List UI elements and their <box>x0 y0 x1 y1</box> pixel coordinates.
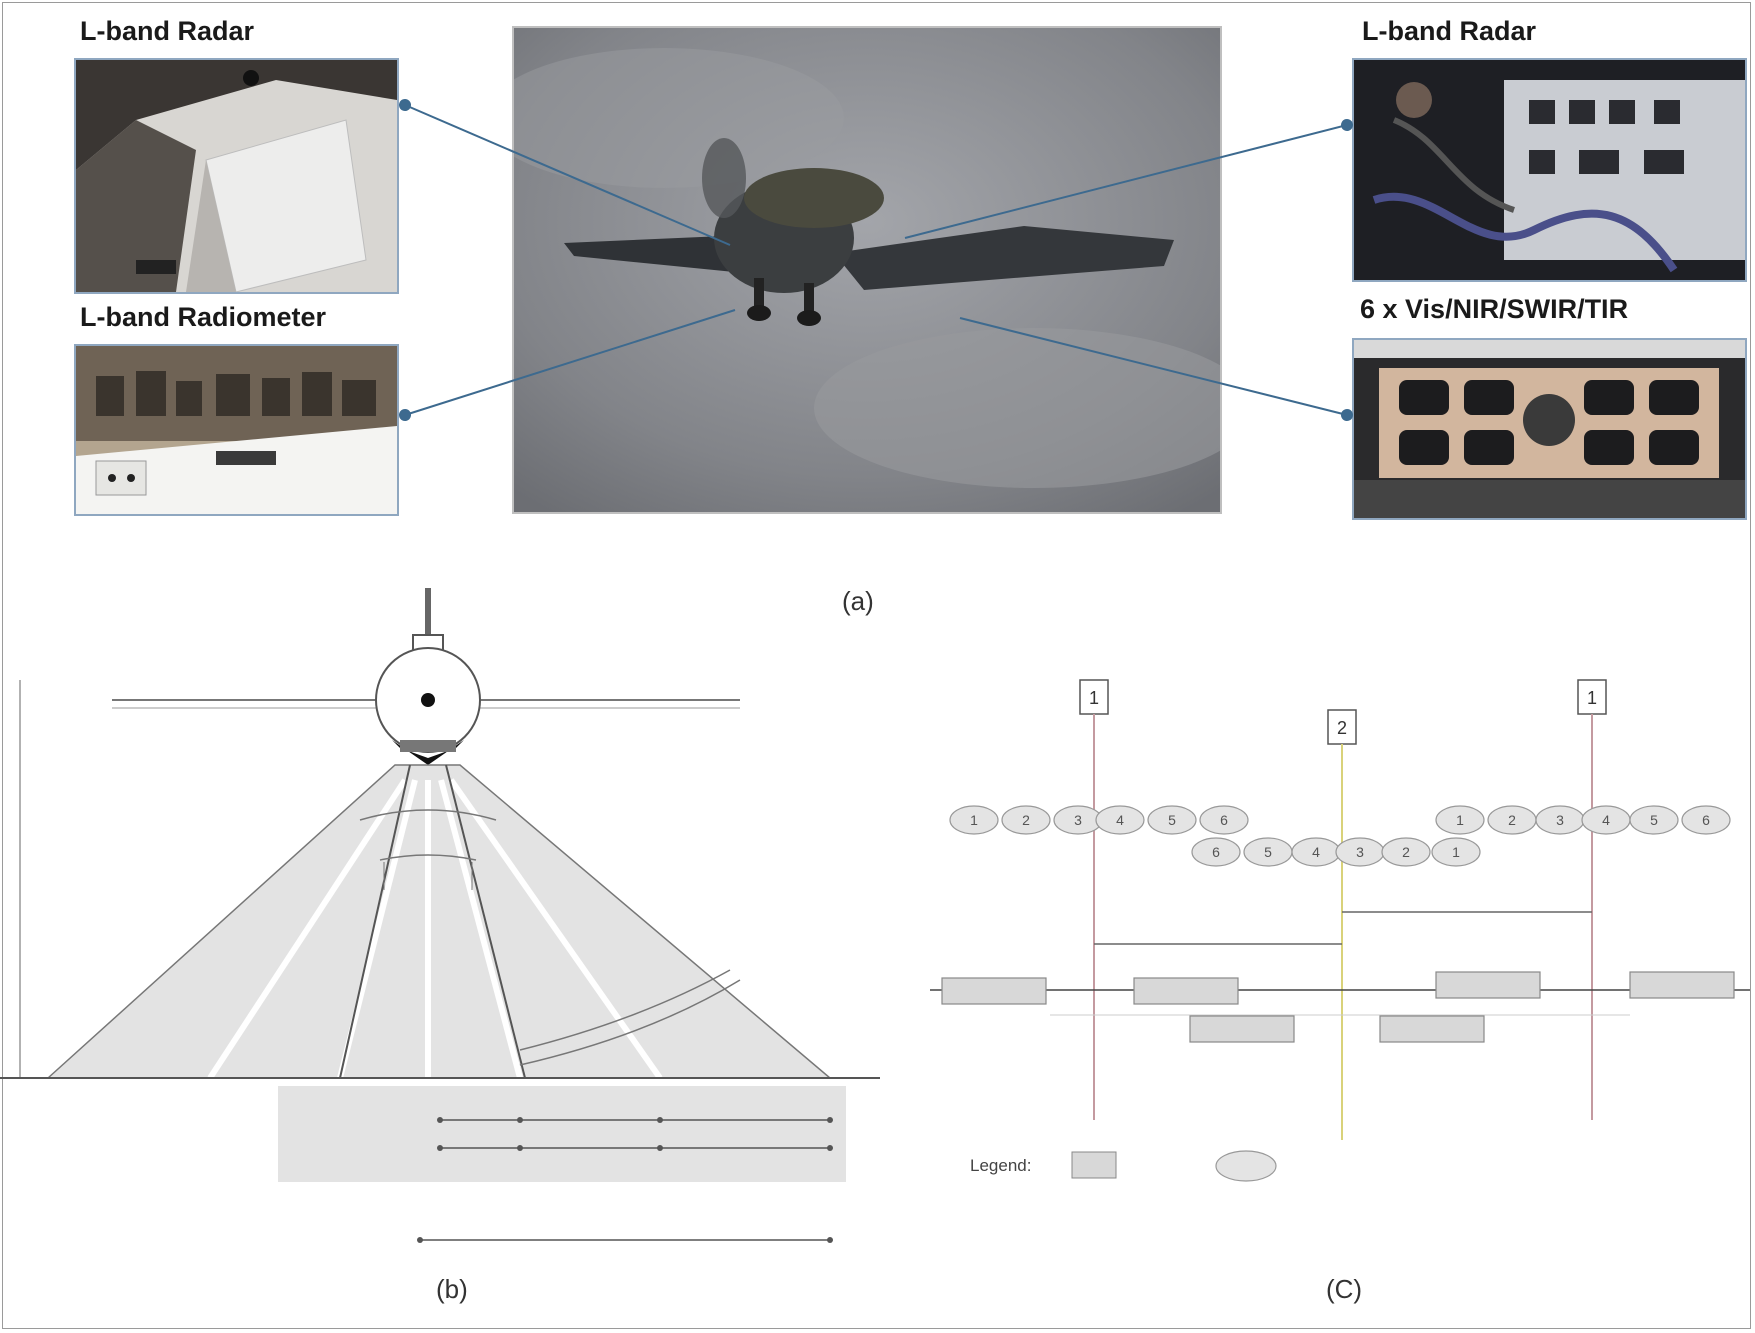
legend-pls-swatch <box>1071 1151 1117 1179</box>
legend-label: Legend: <box>970 1156 1031 1175</box>
svg-text:3: 3 <box>1556 812 1564 828</box>
svg-text:5: 5 <box>1168 812 1176 828</box>
radar-antenna-image <box>76 60 397 292</box>
row2-beams <box>1191 837 1481 867</box>
svg-text:3: 3 <box>1074 812 1082 828</box>
leader-lines <box>399 99 1353 421</box>
svg-text:4: 4 <box>1602 812 1610 828</box>
svg-text:1: 1 <box>1089 688 1099 708</box>
radiometer-image <box>76 346 397 514</box>
marker-2: 2 <box>1327 709 1357 745</box>
label-l-band-radar-left: L-band Radar <box>80 16 255 46</box>
svg-text:4: 4 <box>1312 844 1320 860</box>
svg-text:4: 4 <box>1116 812 1124 828</box>
photo-radar-antenna <box>74 58 399 294</box>
marker-1b: 1 <box>1577 679 1607 715</box>
svg-text:1: 1 <box>1587 688 1597 708</box>
leader-multispectral <box>959 317 1353 421</box>
svg-text:6: 6 <box>1702 812 1710 828</box>
svg-text:1: 1 <box>970 812 978 828</box>
svg-text:2: 2 <box>1337 718 1347 738</box>
caption-b: (b) <box>436 1274 468 1304</box>
legend-beam-swatch <box>1215 1150 1277 1182</box>
svg-text:1: 1 <box>1456 812 1464 828</box>
svg-text:1: 1 <box>1452 844 1460 860</box>
row1-beams <box>949 805 1731 835</box>
photo-multispectral <box>1352 338 1747 520</box>
caption-a: (a) <box>842 586 874 616</box>
caption-c: (C) <box>1326 1274 1363 1304</box>
pls-bars-upper <box>941 971 1735 1005</box>
aircraft-image <box>514 28 1220 512</box>
label-multispectral: 6 x Vis/NIR/SWIR/TIR <box>1360 294 1629 324</box>
svg-text:2: 2 <box>1402 844 1410 860</box>
pls-bars-lower <box>1189 1015 1485 1043</box>
svg-text:6: 6 <box>1212 844 1220 860</box>
multispectral-image <box>1354 340 1745 518</box>
photo-aircraft <box>512 26 1222 514</box>
leader-radiometer <box>399 309 736 421</box>
svg-text:2: 2 <box>1022 812 1030 828</box>
svg-text:3: 3 <box>1356 844 1364 860</box>
leader-radar-right <box>904 119 1353 239</box>
svg-text:5: 5 <box>1650 812 1658 828</box>
label-l-band-radar-right: L-band Radar <box>1362 16 1537 46</box>
photo-radiometer <box>74 344 399 516</box>
label-l-band-radiometer: L-band Radiometer <box>80 302 327 332</box>
radar-electronics-image <box>1354 60 1745 280</box>
leader-radar-left <box>399 99 731 246</box>
antenna-footprint-diagram <box>0 588 880 1243</box>
svg-text:5: 5 <box>1264 844 1272 860</box>
svg-text:6: 6 <box>1220 812 1228 828</box>
svg-text:2: 2 <box>1508 812 1516 828</box>
photo-radar-electronics <box>1352 58 1747 282</box>
timing-diagram: 1 2 1 1 2 <box>930 679 1750 1182</box>
marker-1a: 1 <box>1079 679 1109 715</box>
